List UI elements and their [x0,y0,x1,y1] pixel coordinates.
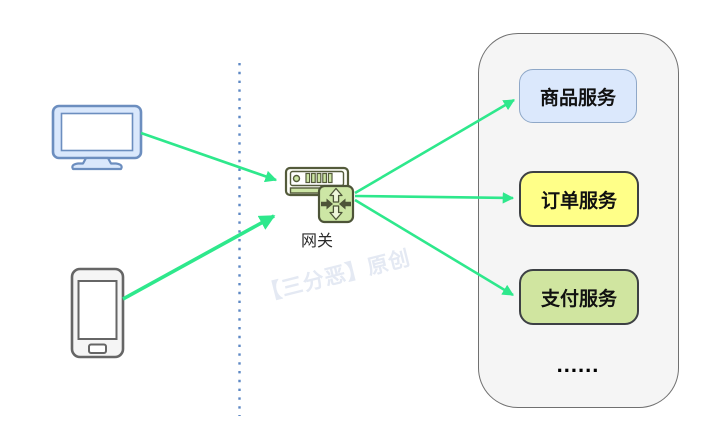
smartphone-icon [70,267,125,359]
service-box-payment: 支付服务 [519,269,639,325]
arrow-desktop-to-gateway [140,131,278,183]
service-label-order: 订单服务 [540,190,617,212]
service-box-product: 商品服务 [519,69,637,123]
service-box-order: 订单服务 [519,171,639,227]
gateway-router-icon [284,166,355,224]
service-label-payment: 支付服务 [540,288,617,310]
desktop-computer-icon [51,104,143,171]
more-services-ellipsis: ...... [556,352,600,377]
gateway-label: 网关 [300,233,333,250]
arrow-phone-to-gateway [122,214,276,301]
service-label-product: 商品服务 [539,87,616,109]
